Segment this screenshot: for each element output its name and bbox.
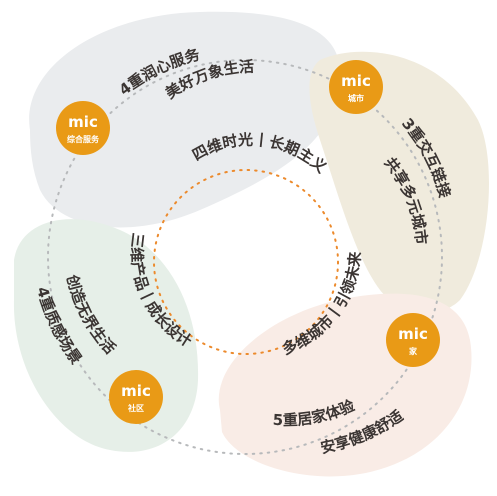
node-2-label: 家 — [409, 346, 418, 356]
inner-dotted-ring — [153, 169, 339, 355]
node-0-badge: mic 综合服务 — [56, 101, 110, 155]
node-0-circle — [56, 101, 110, 155]
node-1-label: 城市 — [348, 93, 364, 103]
node-3-badge: mic 社区 — [109, 370, 163, 424]
outer-dotted-ring — [47, 59, 443, 455]
node-1-badge: mic 城市 — [329, 60, 383, 114]
node-3-circle — [109, 370, 163, 424]
mic-logo-icon: mic — [341, 72, 371, 90]
node-1-circle — [329, 60, 383, 114]
mic-logo-icon: mic — [68, 113, 98, 131]
node-3-label: 社区 — [127, 403, 144, 413]
mic-logo-icon: mic — [121, 382, 151, 400]
node-0-label: 综合服务 — [67, 134, 100, 144]
node-2-circle — [386, 313, 440, 367]
petal-comprehensive-service — [29, 11, 341, 228]
node-2-badge: mic 家 — [386, 313, 440, 367]
mic-logo-icon: mic — [398, 325, 428, 343]
petal-city — [309, 51, 490, 313]
